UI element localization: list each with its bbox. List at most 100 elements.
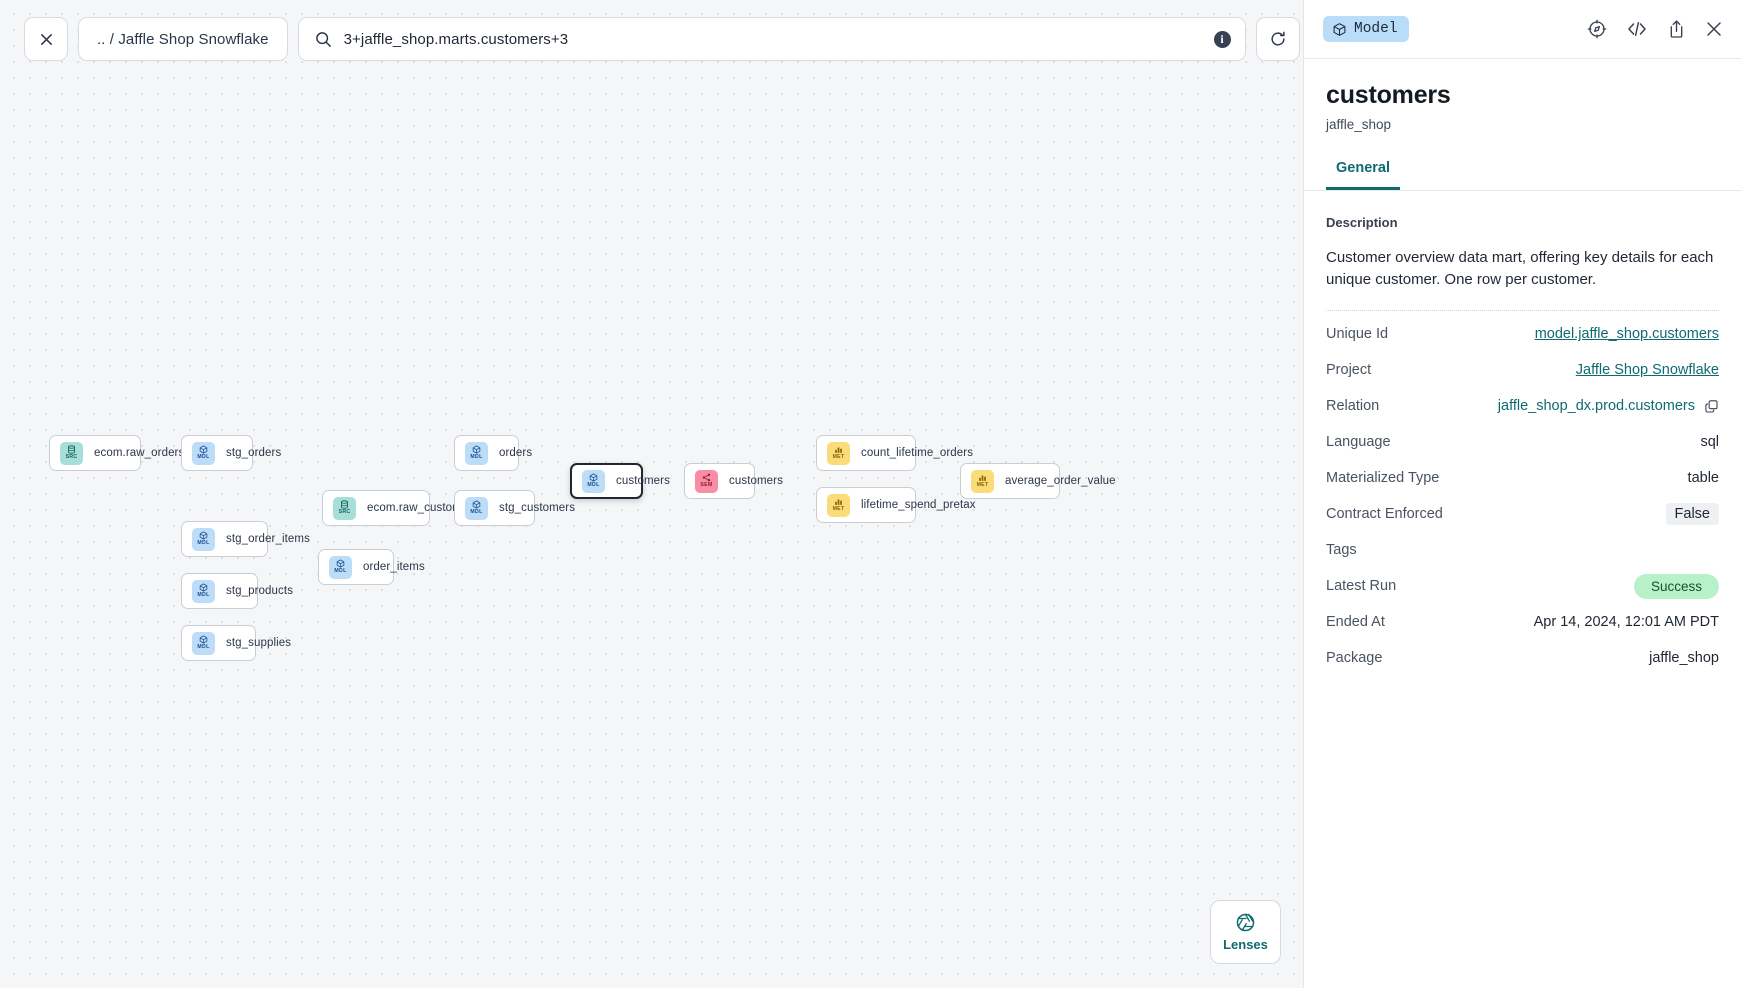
field-row: Tags	[1326, 532, 1719, 568]
field-row: Unique Id model.jaffle_shop.customers	[1326, 316, 1719, 352]
explore-icon[interactable]	[1587, 19, 1607, 39]
lineage-node-label: ecom.raw_customers	[367, 502, 479, 514]
close-panel-icon[interactable]	[1705, 20, 1723, 38]
field-label: Language	[1326, 434, 1391, 451]
field-value: Apr 14, 2024, 12:01 AM PDT	[1533, 614, 1719, 631]
source-badge-icon: SRC	[60, 441, 83, 465]
field-label: Materialized Type	[1326, 470, 1440, 487]
breadcrumb[interactable]: .. / Jaffle Shop Snowflake	[78, 17, 288, 61]
field-value: sql	[1700, 434, 1719, 451]
model-badge-icon: MDL	[192, 579, 215, 603]
lineage-node-ecom_raw_customers[interactable]: SRC ecom.raw_customers	[322, 490, 478, 526]
field-row: Latest Run Success	[1326, 568, 1719, 604]
source-badge-icon: SRC	[333, 496, 356, 520]
lineage-node-label: orders	[499, 447, 533, 459]
field-row: Language sql	[1326, 424, 1719, 460]
search-input[interactable]: 3+jaffle_shop.marts.customers+3 i	[297, 17, 1246, 61]
share-icon[interactable]	[1667, 19, 1686, 39]
field-label: Contract Enforced	[1326, 506, 1443, 523]
lineage-node-label: stg_supplies	[226, 637, 292, 649]
lenses-label: Lenses	[1223, 937, 1268, 952]
tab-general[interactable]: General	[1326, 160, 1400, 190]
close-lineage-button[interactable]	[24, 17, 68, 61]
field-row: Materialized Type table	[1326, 460, 1719, 496]
field-value-link[interactable]: model.jaffle_shop.customers	[1534, 326, 1719, 343]
panel-tabs: General	[1304, 160, 1741, 191]
model-badge-icon: MDL	[329, 555, 352, 579]
refresh-icon	[1271, 31, 1285, 46]
field-label: Ended At	[1326, 614, 1385, 631]
copy-icon[interactable]	[1704, 399, 1719, 414]
description-divider	[1326, 310, 1719, 312]
field-label: Relation	[1326, 398, 1380, 415]
page-subtitle: jaffle_shop	[1326, 117, 1392, 132]
lineage-node-customers_model[interactable]: MDL customers	[570, 463, 670, 499]
field-value: jaffle_shop	[1649, 650, 1719, 667]
refresh-button[interactable]	[1255, 17, 1300, 61]
panel-body: Description Customer overview data mart,…	[1304, 191, 1741, 676]
info-icon[interactable]: i	[1213, 30, 1231, 48]
lineage-node-label: ecom.raw_orders	[94, 447, 185, 459]
status-badge: Success	[1633, 573, 1719, 599]
field-value: table	[1687, 470, 1719, 487]
lineage-node-label: order_items	[363, 561, 425, 573]
description-label: Description	[1326, 215, 1398, 230]
field-value-link[interactable]: Jaffle Shop Snowflake	[1575, 362, 1719, 379]
lineage-node-stg_orders[interactable]: MDL stg_orders	[181, 435, 281, 471]
lineage-node-label: customers	[729, 475, 783, 487]
lineage-node-label: stg_products	[226, 585, 294, 597]
canvas-toolbar: .. / Jaffle Shop Snowflake 3+jaffle_shop…	[24, 17, 1300, 61]
model-badge-icon: MDL	[192, 631, 215, 655]
metric-badge-icon: MET	[827, 441, 850, 465]
field-row: Project Jaffle Shop Snowflake	[1326, 352, 1719, 388]
panel-header: customers jaffle_shop	[1304, 59, 1741, 132]
field-row: Package jaffle_shop	[1326, 640, 1719, 676]
lineage-node-order_items[interactable]: MDL order_items	[318, 549, 425, 585]
panel-toolbar: Model	[1304, 0, 1741, 58]
lineage-node-label: stg_order_items	[226, 533, 310, 545]
model-badge-icon: MDL	[192, 441, 215, 465]
metric-badge-icon: MET	[971, 469, 994, 493]
lineage-node-ecom_raw_orders[interactable]: SRC ecom.raw_orders	[49, 435, 184, 471]
close-icon	[40, 33, 52, 45]
field-label: Latest Run	[1326, 578, 1397, 595]
panel-divider	[1304, 58, 1741, 59]
lineage-node-label: stg_orders	[226, 447, 282, 459]
lineage-node-label: customers	[616, 475, 670, 487]
search-value: 3+jaffle_shop.marts.customers+3	[343, 30, 569, 48]
field-label: Project	[1326, 362, 1372, 379]
description-text: Customer overview data mart, offering ke…	[1326, 249, 1714, 289]
code-icon[interactable]	[1626, 19, 1648, 39]
lenses-button[interactable]: Lenses	[1210, 900, 1281, 964]
field-label: Tags	[1326, 542, 1357, 559]
field-row: Ended At Apr 14, 2024, 12:01 AM PDT	[1326, 604, 1719, 640]
node-type-label: Model	[1354, 21, 1398, 37]
lens-icon	[1236, 913, 1255, 932]
relation-text: jaffle_shop_dx.prod.customers	[1497, 398, 1695, 415]
cube-icon	[1333, 22, 1346, 36]
lineage-canvas[interactable]: .. / Jaffle Shop Snowflake 3+jaffle_shop…	[0, 0, 1303, 988]
field-label: Unique Id	[1326, 326, 1389, 343]
lineage-node-label: stg_customers	[499, 502, 576, 514]
breadcrumb-label: .. / Jaffle Shop Snowflake	[97, 30, 269, 48]
lineage-node-stg_products[interactable]: MDL stg_products	[181, 573, 293, 609]
details-panel: Model	[1303, 0, 1741, 988]
node-type-chip[interactable]: Model	[1323, 16, 1409, 42]
panel-icon-group	[1587, 19, 1723, 39]
field-row: Relation jaffle_shop_dx.prod.customers	[1326, 388, 1719, 424]
lineage-node-stg_supplies[interactable]: MDL stg_supplies	[181, 625, 291, 661]
page-title: customers	[1326, 81, 1451, 109]
field-label: Package	[1326, 650, 1383, 667]
model-badge-icon: MDL	[582, 469, 605, 493]
lineage-node-label: lifetime_spend_pretax	[861, 499, 976, 511]
